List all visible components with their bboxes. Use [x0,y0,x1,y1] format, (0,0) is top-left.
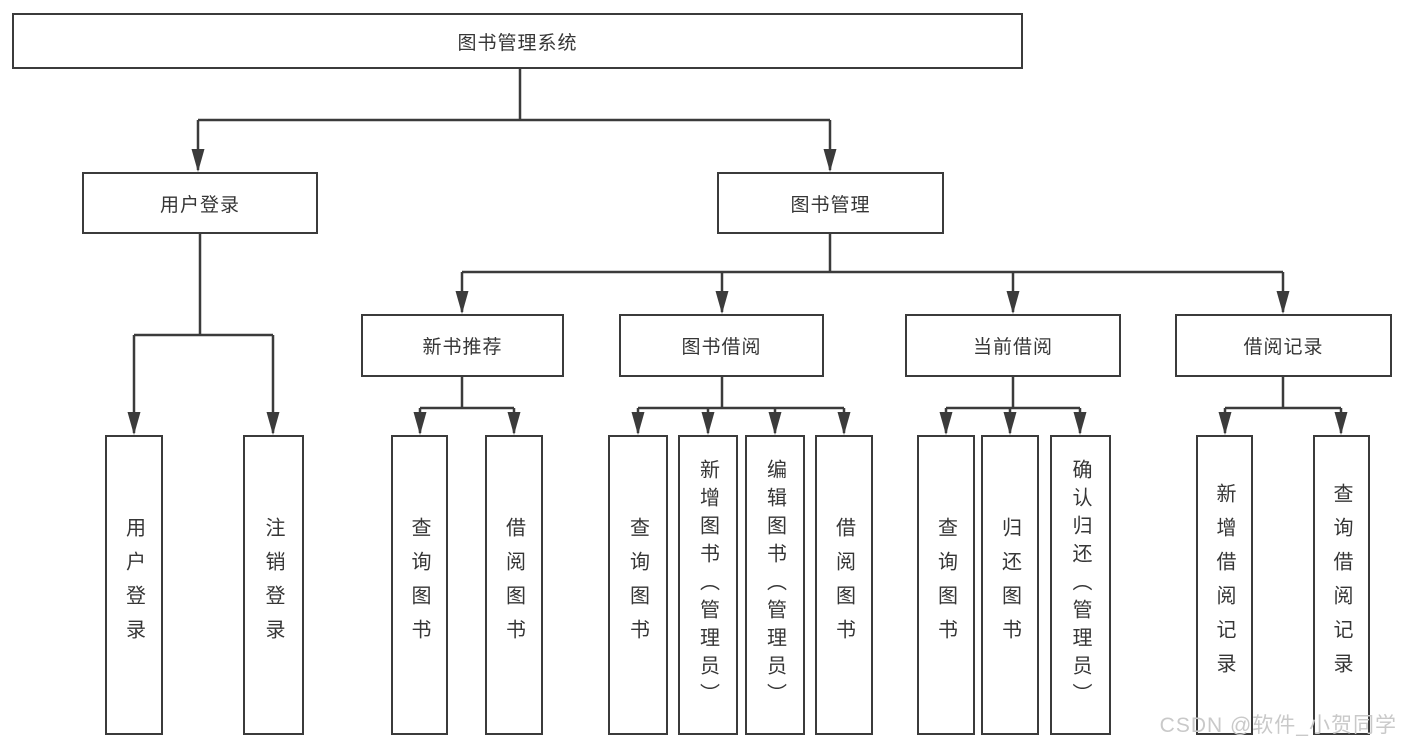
csdn-watermark: CSDN @软件_小贺同学 [1159,714,1397,737]
node-borrow-records: 借阅记录 [1175,314,1392,377]
arrowhead-icon [837,412,851,435]
leaf-borrow-books: 借阅图书 [815,435,873,735]
arrowhead-icon [631,412,645,435]
arrowhead-icon [939,412,953,435]
leaf-edit-book-admin: 编辑图书（管理员） [745,435,805,735]
arrowhead-icon [413,412,427,435]
arrowhead-icon [266,412,280,435]
arrowhead-icon [1073,412,1087,435]
arrowhead-icon [1218,412,1232,435]
arrowhead-icon [191,149,205,172]
node-library-system: 图书管理系统 [12,13,1023,69]
arrowhead-icon [1006,291,1020,314]
leaf-add-book-admin: 新增图书（管理员） [678,435,738,735]
arrowhead-icon [1334,412,1348,435]
arrowhead-icon [127,412,141,435]
connector-path [132,69,1343,433]
arrowhead-icon [768,412,782,435]
arrowhead-icon [701,412,715,435]
arrowhead-icon [715,291,729,314]
node-book-borrow: 图书借阅 [619,314,824,377]
node-user-login: 用户登录 [82,172,318,234]
arrowhead-icon [1003,412,1017,435]
node-current-borrow: 当前借阅 [905,314,1121,377]
leaf-borrow-books-recommend: 借阅图书 [485,435,543,735]
node-book-management: 图书管理 [717,172,944,234]
leaf-confirm-return-admin: 确认归还（管理员） [1050,435,1111,735]
leaf-query-books-borrow: 查询图书 [608,435,668,735]
leaf-return-book: 归还图书 [981,435,1039,735]
node-new-book-recommend: 新书推荐 [361,314,564,377]
leaf-add-borrow-record: 新增借阅记录 [1196,435,1253,735]
leaf-query-books-current: 查询图书 [917,435,975,735]
arrowhead-icon [455,291,469,314]
arrowhead-icon [1276,291,1290,314]
leaf-logout-login: 注销登录 [243,435,304,735]
leaf-query-borrow-record: 查询借阅记录 [1313,435,1370,735]
arrowhead-icon [823,149,837,172]
leaf-user-login: 用户登录 [105,435,163,735]
leaf-query-books-recommend: 查询图书 [391,435,448,735]
arrowhead-icon [507,412,521,435]
